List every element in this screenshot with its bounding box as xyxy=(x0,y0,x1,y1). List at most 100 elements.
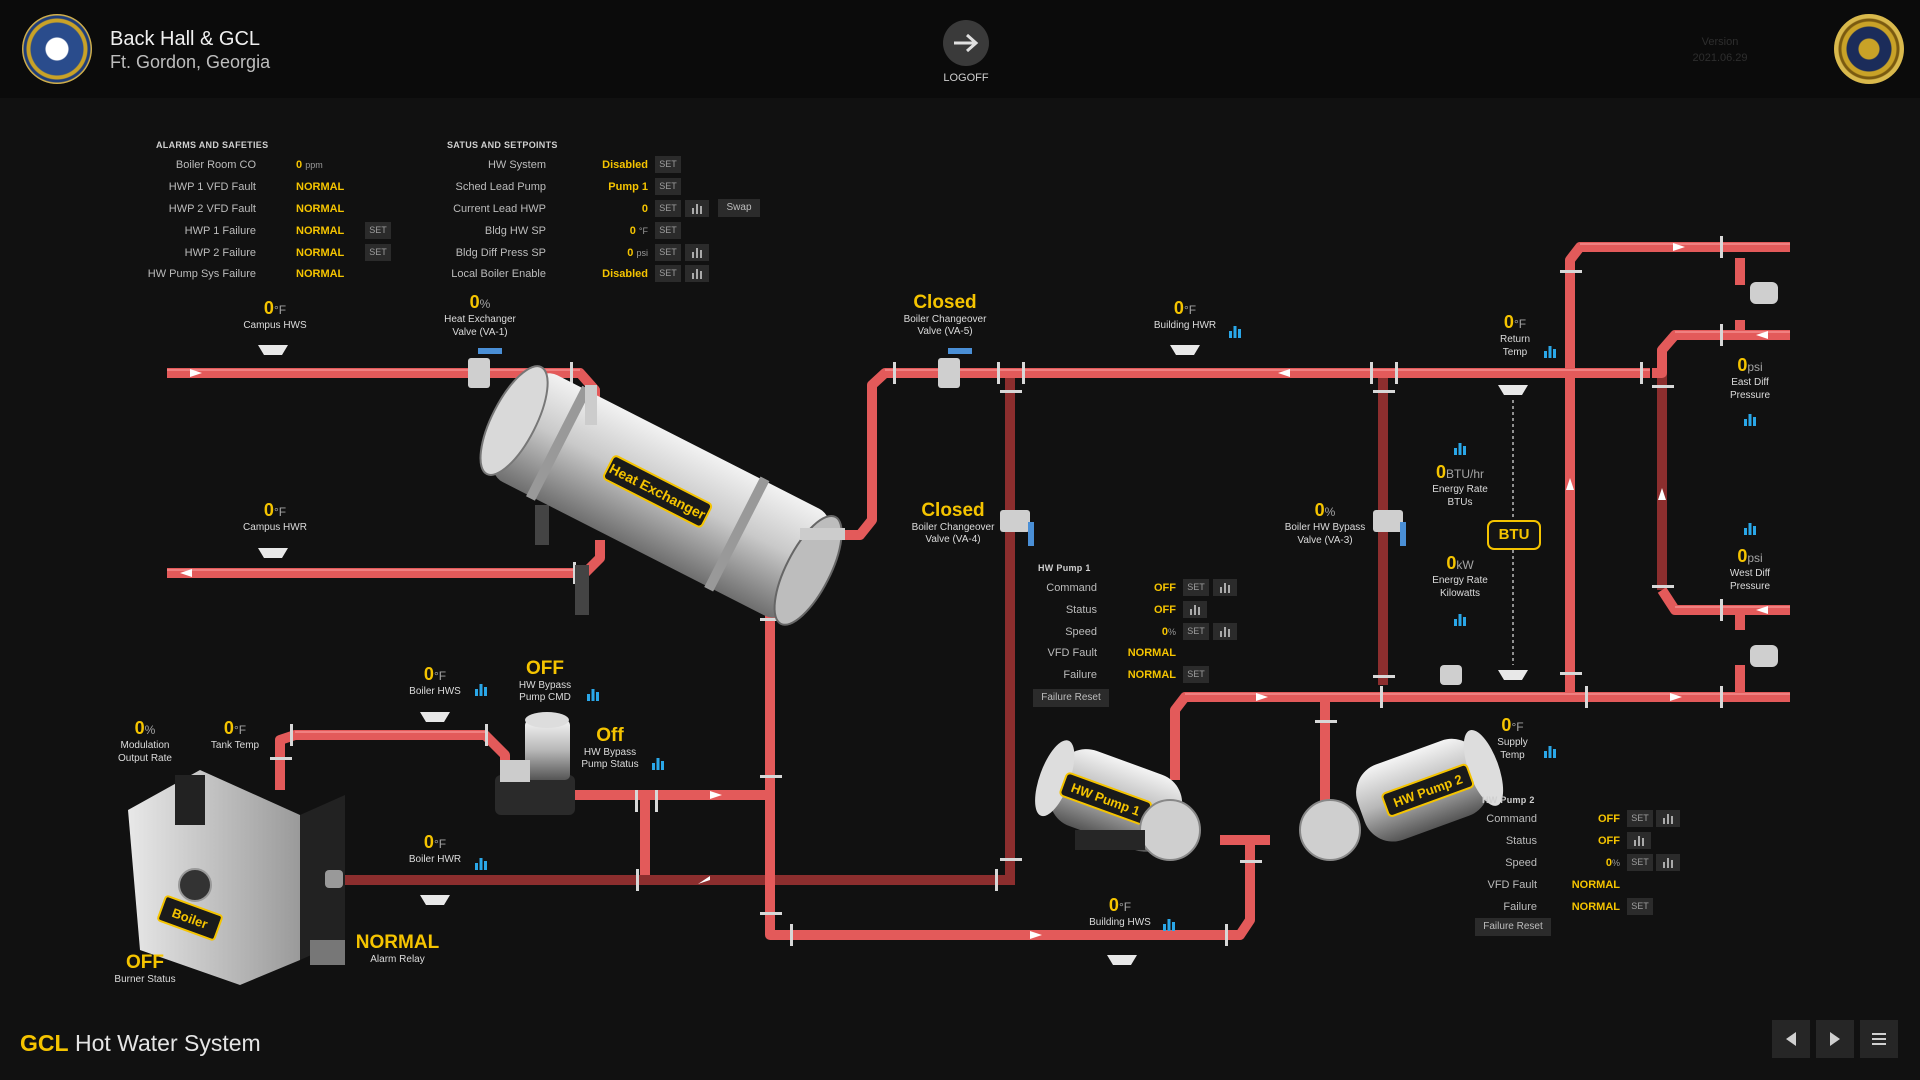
pump2-status-value: OFF xyxy=(1598,835,1620,847)
pump1-failure-label: Failure xyxy=(1063,669,1097,681)
alarm-value: NORMAL xyxy=(296,181,345,193)
set-button[interactable]: SET xyxy=(1183,579,1209,596)
changeover-va5-readout[interactable]: Closed Boiler Changeover Valve (VA-5) xyxy=(903,292,987,337)
bar-chart-icon[interactable] xyxy=(1228,325,1242,338)
changeover-va4-readout[interactable]: Closed Boiler Changeover Valve (VA-4) xyxy=(911,500,995,545)
energy-kw-readout[interactable]: 0kW Energy Rate Kilowatts xyxy=(1432,553,1488,599)
campus-hws-readout[interactable]: 0°F Campus HWS xyxy=(243,298,307,331)
alarm-value: NORMAL xyxy=(296,225,345,237)
pump1-panel-title: HW Pump 1 xyxy=(1038,563,1091,573)
trend-button[interactable] xyxy=(1627,832,1651,849)
bar-chart-icon[interactable] xyxy=(651,757,665,770)
set-button[interactable]: SET xyxy=(655,265,681,282)
set-button[interactable]: SET xyxy=(1183,666,1209,683)
alarm-value: NORMAL xyxy=(296,203,345,215)
bar-chart-icon xyxy=(1220,583,1230,593)
menu-button[interactable] xyxy=(1860,1020,1898,1058)
trend-button[interactable] xyxy=(1213,623,1237,640)
boiler: Boiler xyxy=(128,770,345,985)
set-button[interactable]: SET xyxy=(655,244,681,261)
valves xyxy=(468,282,1778,685)
west-diff-readout[interactable]: 0psi West Diff Pressure xyxy=(1729,546,1771,592)
hw-bypass-pump xyxy=(495,712,575,815)
trend-button[interactable] xyxy=(685,265,709,282)
header-bar: Back Hall & GCL Ft. Gordon, Georgia LOGO… xyxy=(0,0,1920,98)
setpoint-value: 0 xyxy=(641,203,648,215)
campus-hwr-readout[interactable]: 0°F Campus HWR xyxy=(243,500,307,533)
bypass-pump-status-readout[interactable]: Off HW Bypass Pump Status xyxy=(581,725,639,770)
command-seal-logo xyxy=(22,14,92,84)
alarm-value: 0 ppm xyxy=(296,159,323,171)
east-diff-readout[interactable]: 0psi East Diff Pressure xyxy=(1729,355,1770,401)
alarm-label: HW Pump Sys Failure xyxy=(147,268,256,280)
hx-valve-readout[interactable]: 0% Heat Exchanger Valve (VA-1) xyxy=(444,292,516,338)
pump1-status-value: OFF xyxy=(1154,604,1176,616)
pump2-speed-label: Speed xyxy=(1505,857,1537,869)
trend-button[interactable] xyxy=(1656,810,1680,827)
bar-chart-icon[interactable] xyxy=(1543,345,1557,358)
pump2-failure-reset-button[interactable]: Failure Reset xyxy=(1475,918,1551,936)
bar-chart-icon[interactable] xyxy=(1743,413,1757,426)
pump1-speed-value: 0% xyxy=(1161,626,1176,638)
hw-pump-1: HW Pump 1 xyxy=(1035,740,1201,861)
swap-button[interactable]: Swap xyxy=(718,199,760,217)
trend-button[interactable] xyxy=(685,200,709,217)
flow-arrows xyxy=(180,243,1768,939)
setpoints-title: SATUS AND SETPOINTS xyxy=(447,140,558,150)
site-location: Ft. Gordon, Georgia xyxy=(110,52,271,72)
set-button[interactable]: SET xyxy=(655,178,681,195)
bar-chart-icon xyxy=(692,269,702,279)
arrow-right-icon xyxy=(954,33,979,53)
burner-status-readout[interactable]: OFF Burner Status xyxy=(114,952,176,985)
modulation-readout[interactable]: 0% Modulation Output Rate xyxy=(118,718,172,764)
bar-chart-icon[interactable] xyxy=(474,683,488,696)
bar-chart-icon[interactable] xyxy=(1543,745,1557,758)
supply-temp-readout[interactable]: 0°F Supply Temp xyxy=(1497,715,1528,761)
previous-page-button[interactable] xyxy=(1772,1020,1810,1058)
setpoint-label: Local Boiler Enable xyxy=(451,268,546,280)
return-temp-readout[interactable]: 0°F Return Temp xyxy=(1499,312,1530,358)
next-page-button[interactable] xyxy=(1816,1020,1854,1058)
bypass-pump-cmd-readout[interactable]: OFF HW Bypass Pump CMD xyxy=(518,658,572,703)
bar-chart-icon[interactable] xyxy=(1453,613,1467,626)
boiler-hwr-readout[interactable]: 0°F Boiler HWR xyxy=(408,832,462,865)
set-button[interactable]: SET xyxy=(655,156,681,173)
bar-chart-icon xyxy=(1634,836,1644,846)
set-button[interactable]: SET xyxy=(655,222,681,239)
bar-chart-icon[interactable] xyxy=(1743,522,1757,535)
building-hws-readout[interactable]: 0°F Building HWS xyxy=(1089,895,1151,928)
trend-button[interactable] xyxy=(1183,601,1207,618)
alarms-title: ALARMS AND SAFETIES xyxy=(156,140,269,150)
bar-chart-icon xyxy=(1190,605,1200,615)
tank-temp-readout[interactable]: 0°F Tank Temp xyxy=(210,718,260,751)
building-hwr-readout[interactable]: 0°F Building HWR xyxy=(1153,298,1217,331)
bar-chart-icon[interactable] xyxy=(1162,918,1176,931)
sensors xyxy=(258,345,1528,965)
bar-chart-icon[interactable] xyxy=(1453,442,1467,455)
logoff-label[interactable]: LOGOFF xyxy=(943,72,989,84)
bypass-valve-readout[interactable]: 0% Boiler HW Bypass Valve (VA-3) xyxy=(1284,500,1366,546)
set-button[interactable]: SET xyxy=(655,200,681,217)
set-button[interactable]: SET xyxy=(1627,810,1653,827)
boiler-hws-readout[interactable]: 0°F Boiler HWS xyxy=(409,664,461,697)
trend-button[interactable] xyxy=(1213,579,1237,596)
bar-chart-icon xyxy=(1663,814,1673,824)
set-button[interactable]: SET xyxy=(1183,623,1209,640)
pump2-command-value: OFF xyxy=(1598,813,1620,825)
trend-button[interactable] xyxy=(685,244,709,261)
page-title: GCL Hot Water System xyxy=(20,1030,261,1056)
set-button[interactable]: SET xyxy=(365,222,391,239)
pump1-failure-reset-button[interactable]: Failure Reset xyxy=(1033,689,1109,707)
set-button[interactable]: SET xyxy=(1627,854,1653,871)
btu-meter[interactable]: BTU xyxy=(1487,520,1541,550)
set-button[interactable]: SET xyxy=(1627,898,1653,915)
bar-chart-icon[interactable] xyxy=(474,857,488,870)
energy-btu-readout[interactable]: 0BTU/hr Energy Rate BTUs xyxy=(1432,462,1488,508)
trend-button[interactable] xyxy=(1656,854,1680,871)
logoff-button[interactable] xyxy=(943,20,989,66)
alarm-relay-readout[interactable]: NORMAL Alarm Relay xyxy=(355,932,440,965)
set-button[interactable]: SET xyxy=(365,244,391,261)
pump2-status-label: Status xyxy=(1505,835,1537,847)
bar-chart-icon[interactable] xyxy=(586,688,600,701)
setpoint-value: 0 psi xyxy=(627,247,648,259)
